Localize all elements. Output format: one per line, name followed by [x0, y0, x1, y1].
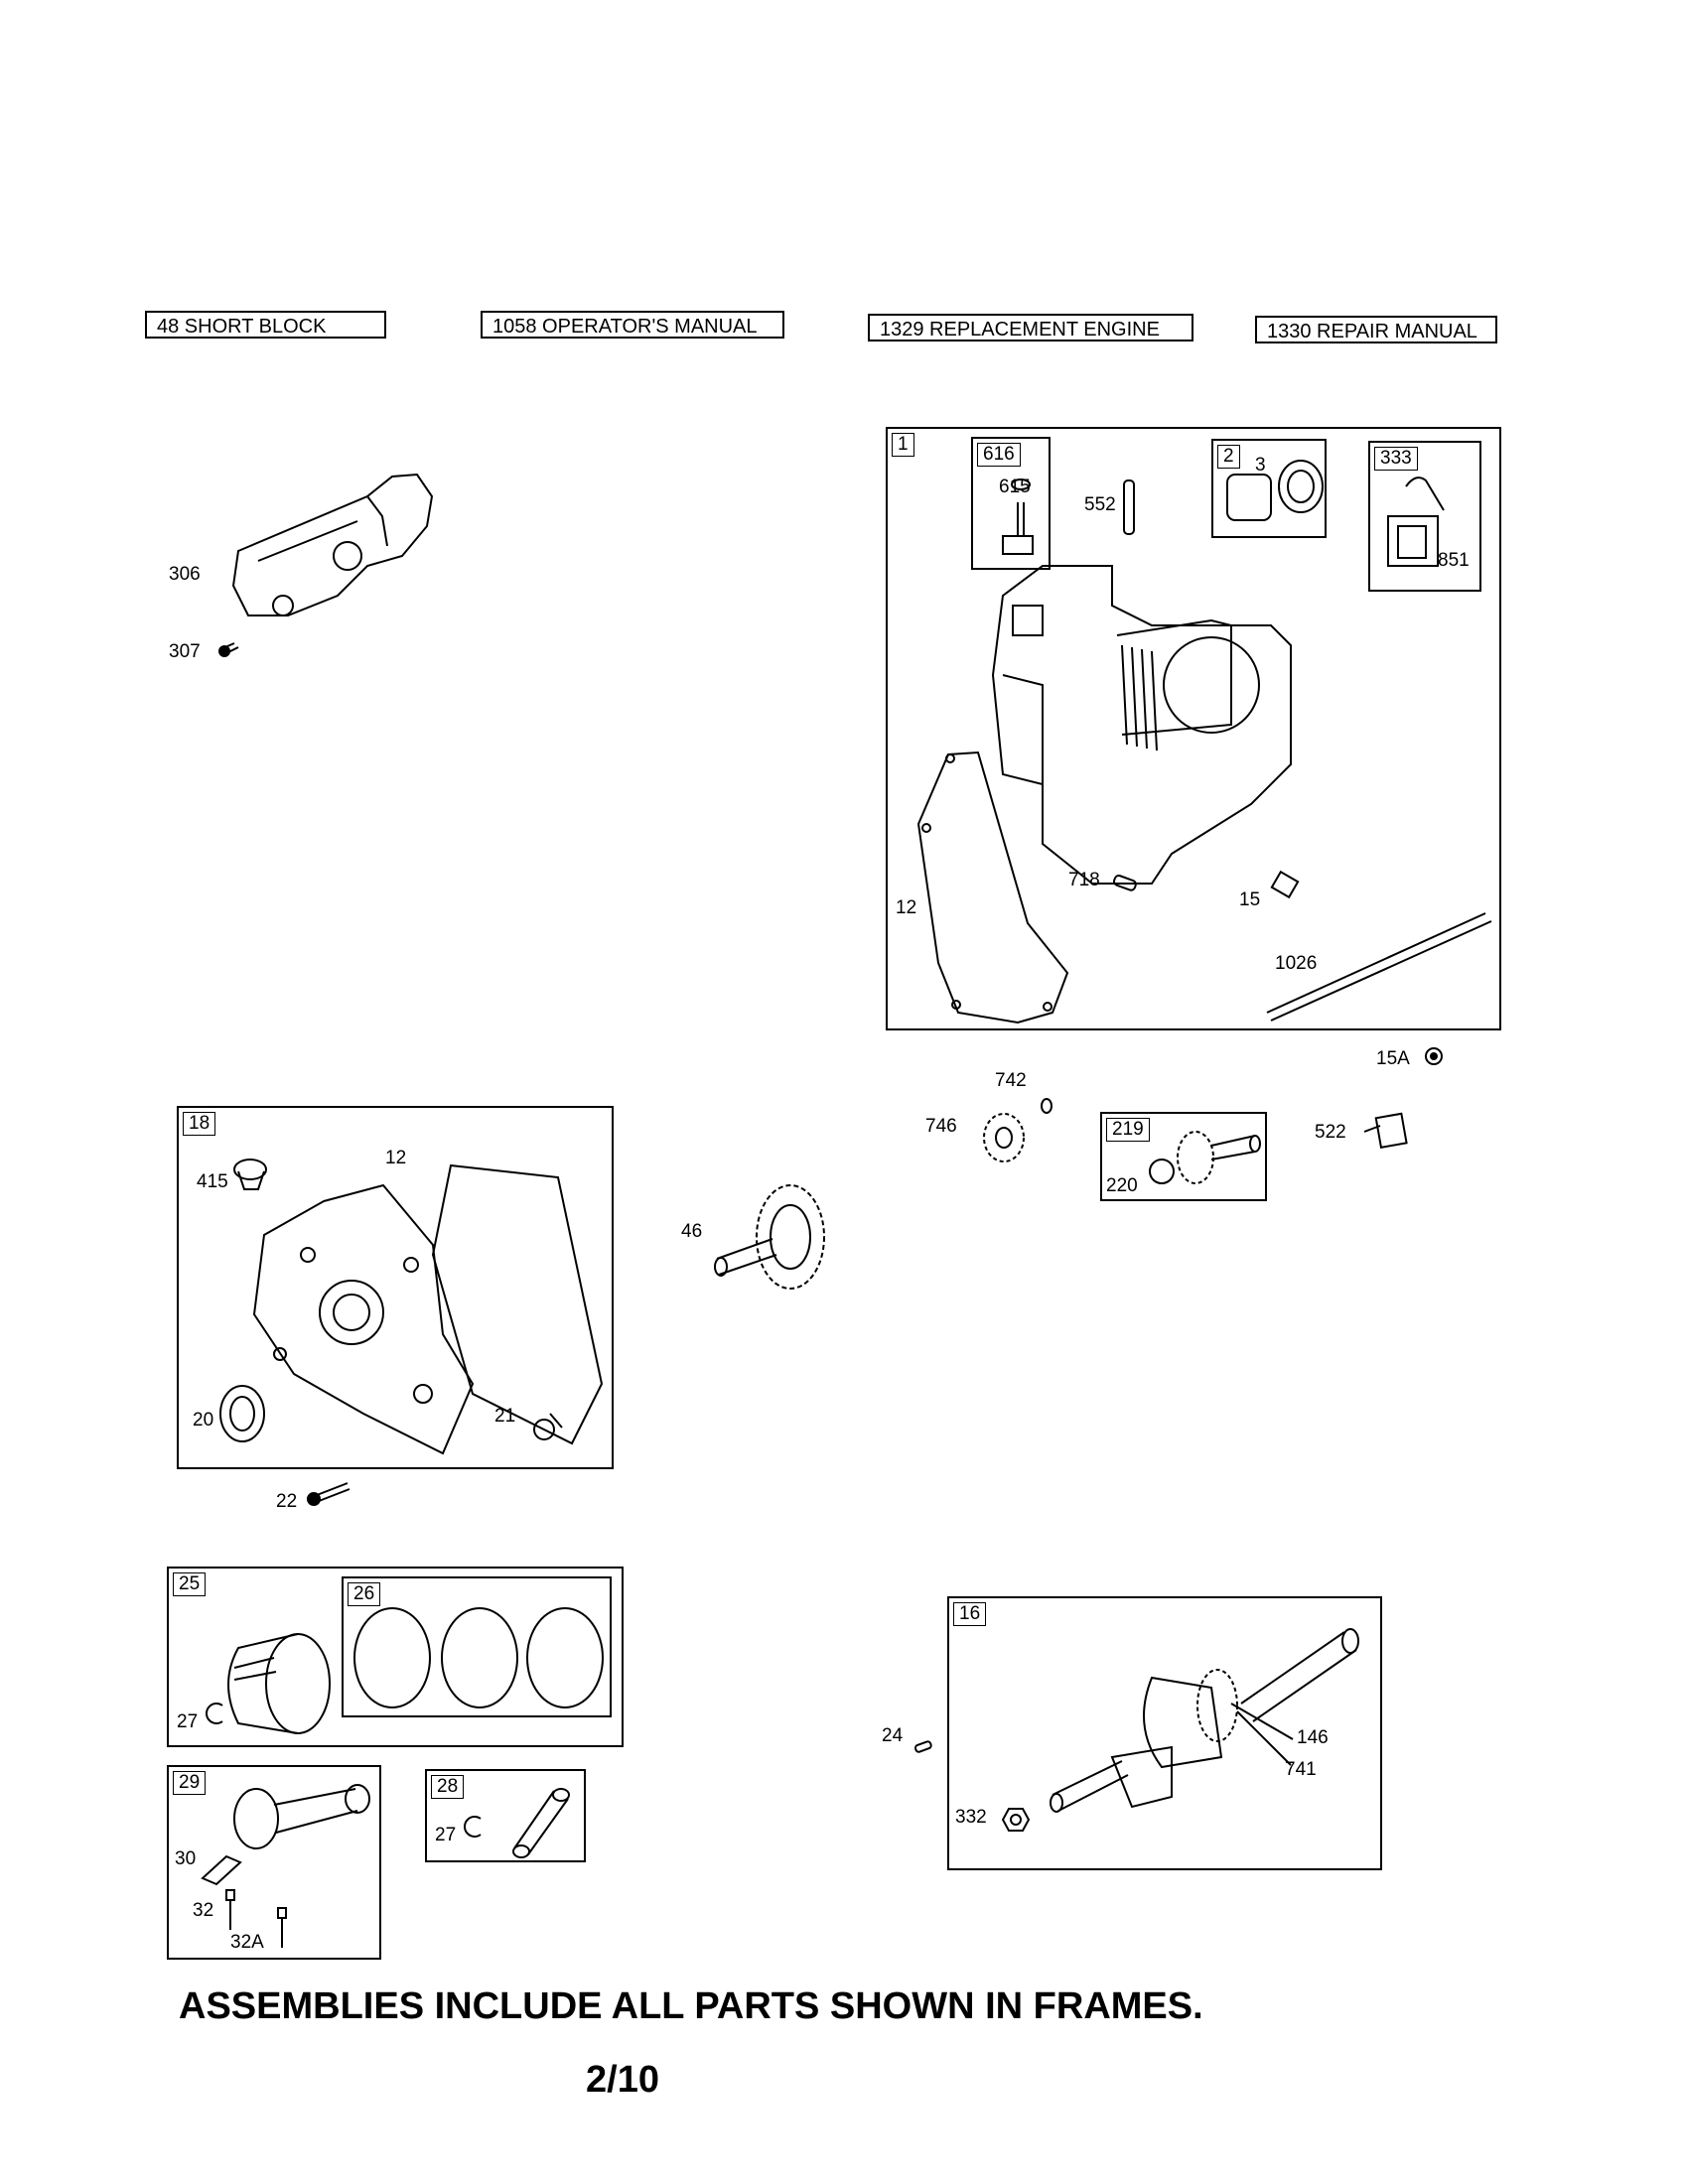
breather-illustration: [1387, 477, 1445, 567]
frame-piston-pin: 28: [425, 1769, 586, 1862]
pin-742-icon: [1041, 1098, 1052, 1114]
bushing-illustration: [1226, 460, 1324, 521]
frame-crankcase-cover: 18: [177, 1106, 614, 1469]
governor-gear-illustration: [1149, 1131, 1261, 1184]
frame-tag-616: 616: [977, 443, 1021, 467]
piston-illustration: [227, 1633, 331, 1734]
callout-24: 24: [882, 1725, 904, 1746]
frame-valve-guide: 616: [971, 437, 1051, 570]
frame-ring-set: 26: [342, 1576, 612, 1717]
callout-415: 415: [197, 1171, 228, 1192]
callout-20: 20: [193, 1410, 214, 1431]
gear-746-illustration: [983, 1113, 1025, 1162]
piston-pin-illustration: [512, 1788, 570, 1858]
ref-short-block: 48 SHORT BLOCK: [145, 311, 386, 339]
key-24-icon: [913, 1740, 932, 1753]
callout-742: 742: [995, 1070, 1027, 1091]
callout-46: 46: [681, 1221, 703, 1242]
plug-15a-icon: [1425, 1047, 1443, 1065]
callout-30: 30: [175, 1848, 197, 1869]
clip-27-pin-icon: [464, 1816, 482, 1838]
frame-breather: 333: [1368, 441, 1481, 592]
frame-tag-25: 25: [173, 1572, 207, 1596]
callout-27-pin: 27: [435, 1825, 457, 1845]
frame-governor: 219: [1100, 1112, 1267, 1201]
callout-306: 306: [169, 564, 201, 585]
camshaft-46-illustration: [714, 1184, 825, 1290]
callout-12-cover: 12: [385, 1148, 407, 1168]
callout-851: 851: [1438, 550, 1470, 571]
clip-27-piston-icon: [206, 1703, 223, 1724]
callout-332: 332: [955, 1807, 987, 1828]
callout-22: 22: [276, 1491, 298, 1512]
bolt-32-icon: [225, 1889, 235, 1930]
callout-220: 220: [1106, 1175, 1138, 1196]
frame-tag-1: 1: [892, 433, 914, 457]
frame-tag-26: 26: [348, 1582, 381, 1606]
callout-746: 746: [925, 1116, 957, 1137]
gasket-12-illustration: [916, 751, 1069, 1024]
frame-tag-219: 219: [1106, 1118, 1150, 1142]
page-number: 2/10: [586, 2059, 659, 2101]
dowel-718-illustration: [1113, 875, 1137, 891]
ref-operators-manual: 1058 OPERATOR'S MANUAL: [481, 311, 784, 339]
frame-tag-29: 29: [173, 1771, 207, 1795]
crankshaft-illustration: [1050, 1628, 1359, 1813]
callout-3: 3: [1255, 455, 1266, 476]
callout-615: 615: [999, 477, 1031, 497]
screw-307-icon: [218, 642, 239, 657]
oil-seal-20-illustration: [219, 1385, 265, 1442]
callout-741: 741: [1285, 1759, 1317, 1780]
callout-552: 552: [1084, 494, 1116, 515]
blower-housing-illustration: [231, 473, 434, 616]
callout-32a: 32A: [230, 1932, 264, 1953]
frame-connecting-rod: 29: [167, 1765, 381, 1960]
frame-tag-2: 2: [1217, 445, 1240, 469]
assemblies-note: ASSEMBLIES INCLUDE ALL PARTS SHOWN IN FR…: [179, 1985, 1203, 2027]
leader-146-line: [1230, 1703, 1294, 1740]
frame-tag-28: 28: [431, 1775, 465, 1799]
plug-15-illustration: [1270, 870, 1300, 899]
frame-crankshaft: 16: [947, 1596, 1382, 1870]
cylinder-block-illustration: [991, 565, 1292, 885]
leader-741-line: [1236, 1710, 1292, 1766]
callout-1026: 1026: [1275, 953, 1318, 974]
callout-522: 522: [1315, 1122, 1346, 1143]
frame-cylinder-assembly: 1: [886, 427, 1501, 1030]
ref-replacement-engine: 1329 REPLACEMENT ENGINE: [868, 314, 1193, 341]
screw-22-icon: [307, 1482, 351, 1506]
callout-12-top: 12: [896, 897, 917, 918]
crankcase-cover-illustration: [233, 1159, 604, 1455]
plug-21-icon: [533, 1413, 563, 1440]
callout-718: 718: [1068, 870, 1100, 890]
oil-sensor-522-icon: [1363, 1112, 1408, 1149]
frame-tag-18: 18: [183, 1112, 216, 1136]
callout-15: 15: [1239, 889, 1261, 910]
callout-27-piston: 27: [177, 1711, 199, 1732]
nut-332-icon: [1001, 1808, 1031, 1832]
frame-tag-333: 333: [1374, 447, 1418, 471]
piston-ring-2-illustration: [441, 1607, 518, 1708]
callout-146: 146: [1297, 1727, 1329, 1748]
bolt-32a-icon: [277, 1907, 287, 1948]
callout-307: 307: [169, 641, 201, 662]
piston-ring-1-illustration: [353, 1607, 431, 1708]
connecting-rod-illustration: [233, 1784, 370, 1849]
frame-piston-assembly: 25: [167, 1567, 624, 1747]
frame-bushing: 2: [1211, 439, 1327, 538]
callout-21: 21: [494, 1406, 516, 1427]
callout-32: 32: [193, 1900, 214, 1921]
piston-ring-3-illustration: [526, 1607, 604, 1708]
rod-cap-30-illustration: [201, 1854, 242, 1886]
valve-guide-illustration: [1002, 478, 1034, 555]
ref-repair-manual: 1330 REPAIR MANUAL: [1255, 316, 1497, 343]
valve-552-illustration: [1123, 479, 1135, 535]
pushrod-1026-illustration: [1266, 912, 1492, 1022]
frame-tag-16: 16: [953, 1602, 987, 1626]
callout-15a: 15A: [1376, 1048, 1410, 1069]
